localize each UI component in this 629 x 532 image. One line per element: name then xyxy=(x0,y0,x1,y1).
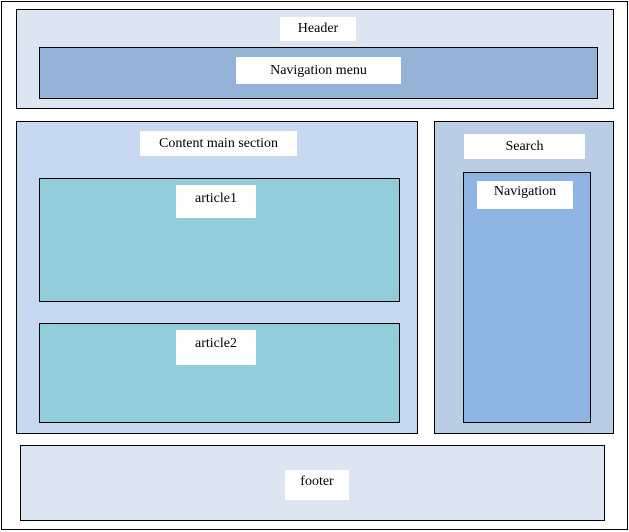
article-1: article1 xyxy=(39,178,400,302)
content-main-section: Content main section article1 article2 xyxy=(16,121,418,434)
header-section: Header Navigation menu xyxy=(16,9,614,109)
sidebar-navigation: Navigation xyxy=(463,172,591,423)
footer-section: footer xyxy=(20,445,605,521)
footer-label: footer xyxy=(285,470,349,500)
navigation-menu: Navigation menu xyxy=(39,47,598,99)
navigation-menu-label: Navigation menu xyxy=(236,57,401,84)
search-label: Search xyxy=(464,134,585,159)
article-1-label: article1 xyxy=(176,185,256,218)
header-label: Header xyxy=(280,17,356,41)
article-2-label: article2 xyxy=(176,330,256,365)
sidebar: Search Navigation xyxy=(434,121,614,434)
sidebar-navigation-label: Navigation xyxy=(477,181,573,209)
content-main-section-label: Content main section xyxy=(140,131,297,156)
article-2: article2 xyxy=(39,323,400,423)
